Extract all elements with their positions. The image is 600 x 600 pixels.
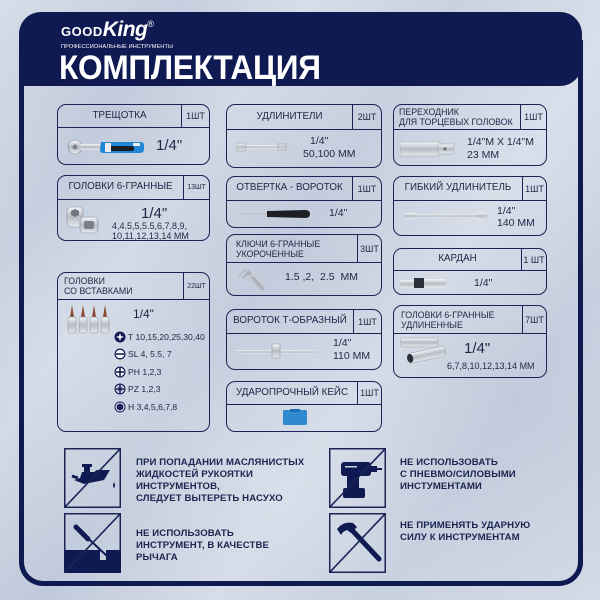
extension-bar-icon bbox=[236, 142, 287, 152]
item-qty: 1ШТ bbox=[352, 177, 381, 200]
brand-tagline: ПРОФЕССИОНАЛЬНЫЕ ИНСТРУМЕНТЫ bbox=[61, 44, 174, 50]
item-title: ВОРОТОК Т-ОБРАЗНЫЙ bbox=[233, 315, 347, 327]
bit-row-pozidriv: PZ 1,2,3 bbox=[114, 383, 160, 395]
item-title: УДЛИНИТЕЛИ bbox=[256, 110, 323, 122]
bit-row-torx: T 10,15,20,25,30,40 bbox=[114, 331, 205, 343]
item-spec: 1/4" bbox=[133, 307, 154, 321]
page-frame bbox=[19, 40, 583, 586]
item-spec-sizes: 6,7,8,10,12,13,14 ММ bbox=[447, 361, 535, 371]
item-spec: 1/4" bbox=[474, 277, 493, 289]
brand-logo: GOODKing® bbox=[61, 18, 154, 42]
item-spec-drive: 1/4" bbox=[497, 205, 516, 217]
ratchet-icon bbox=[67, 139, 144, 155]
registered-mark: ® bbox=[147, 19, 155, 29]
oil-can-prohibited-icon bbox=[64, 448, 121, 508]
item-spec-drive: 1/4" bbox=[333, 337, 352, 349]
header-banner bbox=[19, 12, 582, 86]
item-spec-sizes: 10,11,12,13,14 ММ bbox=[112, 231, 189, 241]
item-qty: 1ШТ bbox=[520, 105, 546, 129]
item-spec-drive: 1/4" bbox=[141, 205, 168, 222]
item-qty: 3ШТ bbox=[357, 235, 381, 262]
flex-extension-icon bbox=[405, 212, 487, 220]
item-qty: 7ШТ bbox=[522, 306, 546, 333]
adapter-icon bbox=[400, 141, 455, 157]
item-spec-drive: 1/4" bbox=[310, 135, 329, 147]
item-spec-drive: 1/4" bbox=[464, 340, 491, 357]
item-spec-length: 110 ММ bbox=[333, 350, 371, 362]
item-spec: 1/4" bbox=[156, 137, 183, 154]
item-spec: 1/4" bbox=[329, 207, 348, 219]
item-qty: 1 ШТ bbox=[521, 249, 546, 270]
item-spec-length: 140 ММ bbox=[497, 217, 535, 229]
item-hex-sockets: ГОЛОВКИ 6-ГРАННЫЕ 13ШТ 1/4" 4,4.5,5,5.5,… bbox=[57, 175, 210, 241]
page-title: КОМПЛЕКТАЦИЯ bbox=[59, 49, 321, 87]
hex-key-icon bbox=[238, 268, 267, 291]
power-tool-prohibited-icon bbox=[329, 448, 386, 508]
item-ratchet: ТРЕЩОТКА 1ШТ 1/4" bbox=[57, 104, 210, 165]
item-qty: 1ШТ bbox=[522, 177, 546, 200]
item-qty: 1ШТ bbox=[353, 310, 381, 333]
item-screwdriver-handle: ОТВЕРТКА - ВОРОТОК 1ШТ 1/4" bbox=[226, 176, 382, 228]
item-qty: 2ШТ bbox=[352, 105, 381, 129]
bit-row-phillips: PH 1,2,3 bbox=[114, 366, 161, 378]
item-title: УДАРОПРОЧНЫЙ КЕЙС bbox=[235, 386, 349, 398]
screwdriver-icon bbox=[235, 210, 310, 218]
item-t-handle: ВОРОТОК Т-ОБРАЗНЫЙ 1ШТ 1/4" 110 ММ bbox=[226, 309, 382, 370]
lever-prohibited-icon bbox=[64, 513, 121, 573]
deep-socket-icon bbox=[400, 337, 447, 364]
item-flex-extension: ГИБКИЙ УДЛИНИТЕЛЬ 1ШТ 1/4" 140 ММ bbox=[393, 176, 547, 236]
bit-socket-icon bbox=[67, 305, 110, 334]
brand-good: GOOD bbox=[61, 24, 103, 39]
hex-bit-icon bbox=[114, 401, 126, 413]
item-universal-joint: КАРДАН 1 ШТ 1/4" bbox=[393, 248, 547, 295]
item-spec-sizes: 4,4.5,5,5.5,6,7,8,9, bbox=[112, 221, 188, 231]
bit-row-hex: H 3,4,5,6,7,8 bbox=[114, 401, 177, 413]
item-qty: 1ШТ bbox=[357, 382, 381, 404]
item-qty: 22ШТ bbox=[183, 273, 209, 299]
item-title: ГИБКИЙ УДЛИНИТЕЛЬ bbox=[404, 182, 512, 194]
bit-row-slotted: SL 4, 5.5, 7 bbox=[114, 348, 172, 360]
item-extensions: УДЛИНИТЕЛИ 2ШТ 1/4" 50,100 ММ bbox=[226, 104, 382, 168]
item-spec: 1.5 ,2, 2.5 ММ bbox=[285, 271, 358, 283]
item-title: КАРДАН bbox=[438, 253, 477, 265]
item-title: ОТВЕРТКА - ВОРОТОК bbox=[236, 182, 343, 194]
item-title: ТРЕЩОТКА bbox=[92, 109, 147, 121]
brand-king: King bbox=[102, 18, 148, 41]
hammer-prohibited-icon bbox=[329, 513, 386, 573]
t-handle-icon bbox=[236, 343, 316, 359]
item-spec-length: 50,100 ММ bbox=[303, 148, 356, 160]
phillips-icon bbox=[114, 366, 126, 378]
item-spec-drive: 1/4"М X 1/4"М bbox=[467, 136, 534, 148]
item-qty: 13ШТ bbox=[183, 176, 209, 199]
socket-icon bbox=[66, 206, 99, 234]
torx-icon bbox=[114, 331, 126, 343]
item-title: ГОЛОВКИ 6-ГРАННЫЕ bbox=[68, 181, 173, 193]
item-spec-length: 23 ММ bbox=[467, 149, 500, 161]
universal-joint-icon bbox=[400, 278, 446, 288]
item-qty: 1ШТ bbox=[181, 105, 209, 127]
item-case: УДАРОПРОЧНЫЙ КЕЙС 1ШТ bbox=[226, 381, 382, 432]
pozidriv-icon bbox=[114, 383, 126, 395]
case-icon bbox=[283, 409, 307, 425]
slotted-icon bbox=[114, 348, 126, 360]
